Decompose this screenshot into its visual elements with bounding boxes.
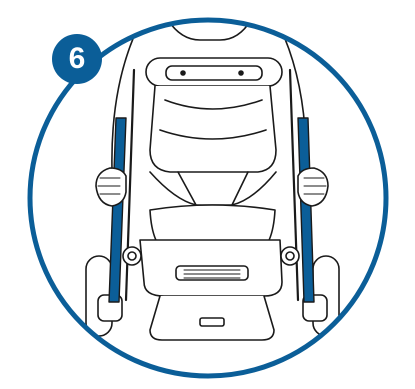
step-number: 6	[69, 44, 86, 74]
seat-back	[150, 86, 276, 172]
chassis	[140, 240, 282, 296]
seat-harness	[150, 172, 276, 205]
right-frame-bar	[298, 118, 314, 302]
left-hub	[123, 247, 141, 265]
left-hand	[96, 168, 126, 206]
right-hand	[298, 168, 328, 206]
right-hub	[281, 247, 299, 265]
step-number-badge: 6	[52, 34, 102, 84]
